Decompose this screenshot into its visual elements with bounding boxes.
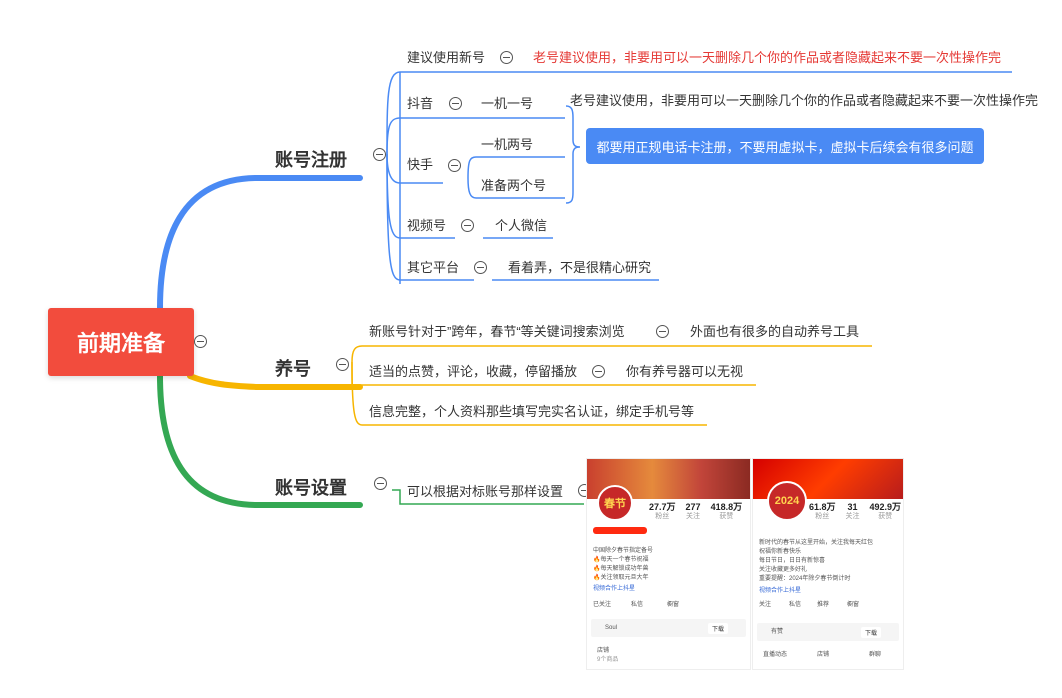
- collapse-root-icon[interactable]: [194, 335, 207, 348]
- register-callout[interactable]: 都要用正规电话卡注册，不要用虚拟卡，虚拟卡后续会有很多问题: [586, 128, 984, 164]
- profile-2-shop-label-2[interactable]: 店铺: [817, 652, 830, 658]
- profile-1-action-1[interactable]: 已关注: [593, 602, 612, 608]
- nurture-item-b-child[interactable]: 你有养号器可以无视: [626, 364, 744, 379]
- profile-2-shop-label-1[interactable]: 直播动态: [763, 652, 788, 658]
- register-callout-text: 都要用正规电话卡注册，不要用虚拟卡，虚拟卡后续会有很多问题: [596, 139, 974, 155]
- profile-1-action-2[interactable]: 私信: [631, 602, 644, 608]
- register-shipin-label[interactable]: 视频号: [407, 218, 447, 233]
- register-newaccount-label[interactable]: 建议使用新号: [407, 50, 486, 65]
- profile-2-app-title: 有赞: [771, 629, 784, 635]
- profile-2-action-1[interactable]: 关注: [759, 602, 772, 608]
- collapse-register-icon[interactable]: [373, 148, 386, 161]
- register-group-note[interactable]: 老号建议使用，非要用可以一天删除几个你的作品或者隐藏起来不要一次性操作完: [570, 93, 1039, 108]
- root-node[interactable]: 前期准备: [48, 308, 194, 376]
- profile-1-bio-line-2: 🔥每天一个春节祝福: [593, 557, 649, 563]
- collapse-newaccount-icon[interactable]: [500, 51, 513, 64]
- profile-1-action-3[interactable]: 橱窗: [667, 602, 680, 608]
- register-kuaishou-label[interactable]: 快手: [407, 157, 434, 172]
- profile-1-bio-line-4: 🔥关注领取元旦大年: [593, 575, 649, 581]
- collapse-shipin-icon[interactable]: [461, 219, 474, 232]
- root-to-settings-line: [157, 373, 363, 508]
- root-label: 前期准备: [76, 331, 165, 356]
- profile-1-bio-line-1: 中国除夕春节指定备号: [593, 548, 654, 554]
- nurture-item-a-child[interactable]: 外面也有很多的自动养号工具: [690, 324, 860, 339]
- profile-1-bio-line-3: 🔥每天解锁成功年兽: [593, 566, 649, 572]
- profile-2-stat-likes: 492.9万获赞: [869, 502, 902, 521]
- profile-1-download-button[interactable]: 下载: [707, 623, 728, 634]
- register-kuaishou-child2[interactable]: 准备两个号: [481, 178, 547, 193]
- profile-1-shop-label[interactable]: 店铺: [597, 648, 610, 654]
- profile-2-shop-label-3[interactable]: 群聊: [869, 652, 882, 658]
- register-kuaishou-child1[interactable]: 一机两号: [481, 137, 534, 152]
- register-douyin-child[interactable]: 一机一号: [481, 96, 534, 111]
- branch-nurture-label[interactable]: 养号: [275, 359, 311, 379]
- profile-1-avatar: 春节: [597, 485, 633, 521]
- profile-2-download-button[interactable]: 下载: [860, 627, 881, 638]
- nurture-item-a-label[interactable]: 新账号针对于”跨年，春节“等关键词搜索浏览: [369, 324, 625, 339]
- profile-2-action-2[interactable]: 私信: [789, 602, 802, 608]
- nurture-item-b-label[interactable]: 适当的点赞，评论，收藏，停留播放: [369, 364, 578, 379]
- profile-2-avatar: 2024: [767, 481, 807, 521]
- nurture-item-c-label[interactable]: 信息完整，个人资料那些填写完实名认证，绑定手机号等: [369, 404, 695, 419]
- branch-settings-label[interactable]: 账号设置: [275, 478, 347, 498]
- profile-2-bio-line-2: 祝福你新春快乐: [759, 549, 802, 555]
- collapse-settings-icon[interactable]: [374, 477, 387, 490]
- profile-1-app-row[interactable]: Soul 下载: [591, 619, 746, 637]
- profile-1-link[interactable]: 视频合作上抖星: [593, 586, 636, 592]
- collapse-kuaishou-icon[interactable]: [448, 159, 461, 172]
- branch-register-label[interactable]: 账号注册: [275, 150, 347, 170]
- root-to-nurture-line: [187, 373, 363, 390]
- collapse-nurture-a-icon[interactable]: [656, 325, 669, 338]
- profile-2-bio-line-1: 新时代的春节从这里开始，关注我每天红包: [759, 540, 874, 546]
- profile-2-bio-line-3: 每日节日，日日有新惊喜: [759, 558, 826, 564]
- profile-1-stat-likes: 418.8万获赞: [710, 502, 743, 521]
- profile-1-shop-sub: 9个商品: [597, 657, 619, 663]
- register-other-label[interactable]: 其它平台: [407, 260, 460, 275]
- profile-1-app-title: Soul: [605, 625, 618, 631]
- register-shipin-child[interactable]: 个人微信: [495, 218, 548, 233]
- root-to-register-line: [157, 175, 363, 311]
- register-other-child[interactable]: 看着弄，不是很精心研究: [508, 260, 652, 275]
- profile-1-stat-fans: 27.7万粉丝: [649, 502, 676, 521]
- profile-1-redacted-name: [593, 527, 647, 534]
- collapse-other-icon[interactable]: [474, 261, 487, 274]
- register-newaccount-note[interactable]: 老号建议使用，非要用可以一天删除几个你的作品或者隐藏起来不要一次性操作完: [533, 50, 1002, 65]
- profile-2-app-row[interactable]: 有赞 下载: [757, 623, 899, 641]
- profile-2-link[interactable]: 视频合作上抖星: [759, 588, 802, 594]
- profile-2-action-4[interactable]: 橱窗: [847, 602, 860, 608]
- profile-2-bio-line-4: 关注收藏更多好礼: [759, 567, 808, 573]
- profile-2-stat-fans: 61.8万粉丝: [809, 502, 836, 521]
- settings-item-a-label[interactable]: 可以根据对标账号那样设置: [407, 484, 564, 499]
- register-douyin-label[interactable]: 抖音: [407, 96, 434, 111]
- profile-2-bio-line-5: 重要提醒：2024年除夕春节倒计时: [759, 576, 851, 582]
- collapse-nurture-b-icon[interactable]: [592, 365, 605, 378]
- profile-2-action-3[interactable]: 推荐: [817, 602, 830, 608]
- collapse-nurture-icon[interactable]: [336, 358, 349, 371]
- collapse-douyin-icon[interactable]: [449, 97, 462, 110]
